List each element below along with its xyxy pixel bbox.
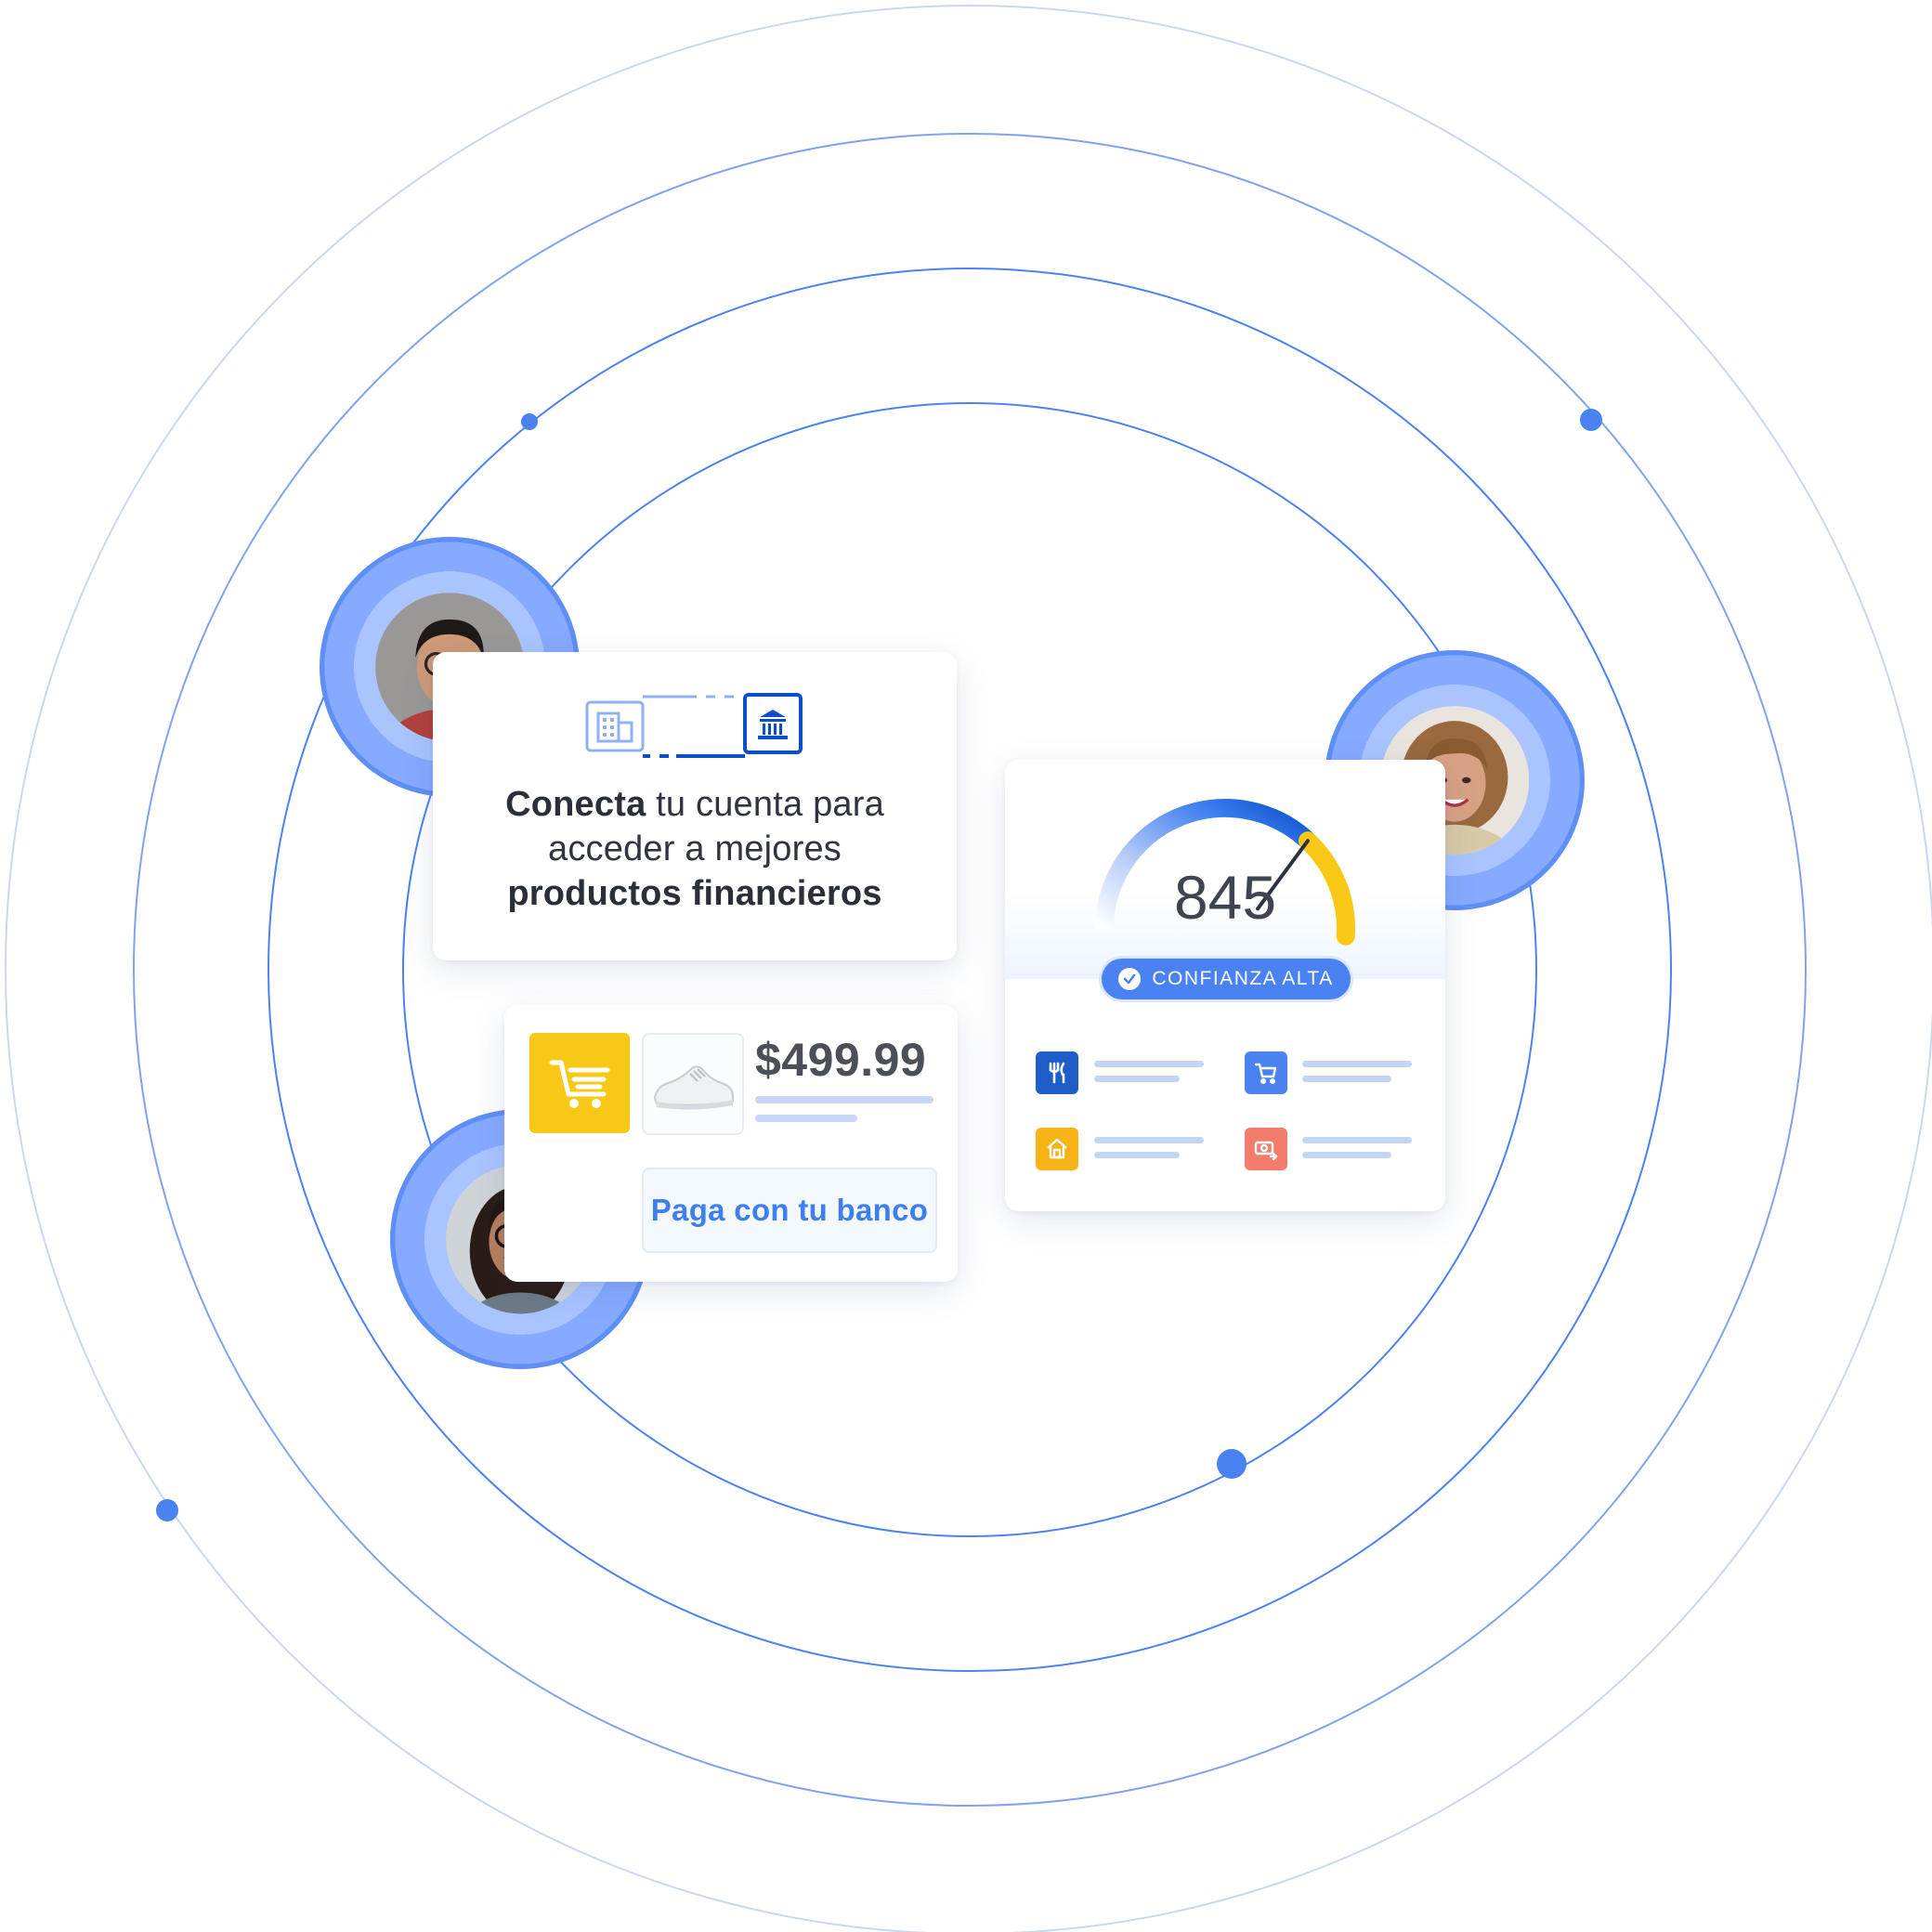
connect-line1-rest: tu cuenta para: [646, 785, 884, 824]
product-price: $499.99: [755, 1034, 927, 1086]
gauge-needle: [1256, 839, 1310, 911]
gauge-arc-blue: [1095, 799, 1314, 930]
gauge-arc-yellow: [1298, 831, 1355, 946]
building-icon: [596, 711, 633, 743]
placeholder-line: [1302, 1137, 1412, 1143]
connect-message: Conecta tu cuenta para acceder a mejores…: [433, 782, 957, 916]
orbit-dot: [1580, 409, 1602, 431]
restaurant-icon: [1036, 1051, 1078, 1094]
connect-account-card: Conecta tu cuenta para acceder a mejores…: [433, 652, 957, 960]
payment-card: $499.99 Paga con tu banco: [504, 1005, 958, 1282]
placeholder-line: [1302, 1152, 1391, 1158]
trust-badge: CONFIANZA ALTA: [1102, 959, 1351, 999]
orbit-dot: [1217, 1449, 1247, 1479]
bank-icon: [758, 710, 788, 739]
credit-score-card: 845 CONFIANZA ALTA: [1005, 760, 1445, 1211]
connect-line2: acceder a mejores: [548, 829, 842, 868]
placeholder-line: [1302, 1076, 1391, 1082]
connect-line1-bold: Conecta: [505, 785, 646, 824]
placeholder-line: [755, 1096, 933, 1103]
placeholder-line: [1094, 1137, 1204, 1143]
placeholder-line: [1302, 1061, 1412, 1067]
score-header: [1005, 760, 1445, 979]
account-connection-illustration: [585, 693, 803, 758]
pay-with-bank-button[interactable]: Paga con tu banco: [642, 1168, 937, 1253]
cart-tile: [529, 1033, 630, 1133]
placeholder-line: [755, 1115, 857, 1122]
placeholder-line: [1094, 1152, 1180, 1158]
shopping-cart-icon: [1245, 1051, 1287, 1094]
shopping-cart-icon: [549, 1060, 610, 1108]
orbit-dot: [156, 1499, 178, 1521]
score-value: 845: [1173, 863, 1277, 932]
orbit-dot: [521, 413, 538, 430]
placeholder-line: [1094, 1061, 1204, 1067]
home-icon: [1036, 1128, 1078, 1170]
score-gauge: [1095, 799, 1355, 946]
money-transfer-icon: [1245, 1128, 1287, 1170]
trust-badge-label: CONFIANZA ALTA: [1152, 968, 1334, 989]
sneaker-icon: [653, 1065, 734, 1110]
connect-line3-bold: productos financieros: [507, 874, 882, 913]
product-image: [642, 1033, 744, 1135]
placeholder-line: [1094, 1076, 1180, 1082]
check-circle-icon: [1118, 968, 1142, 990]
